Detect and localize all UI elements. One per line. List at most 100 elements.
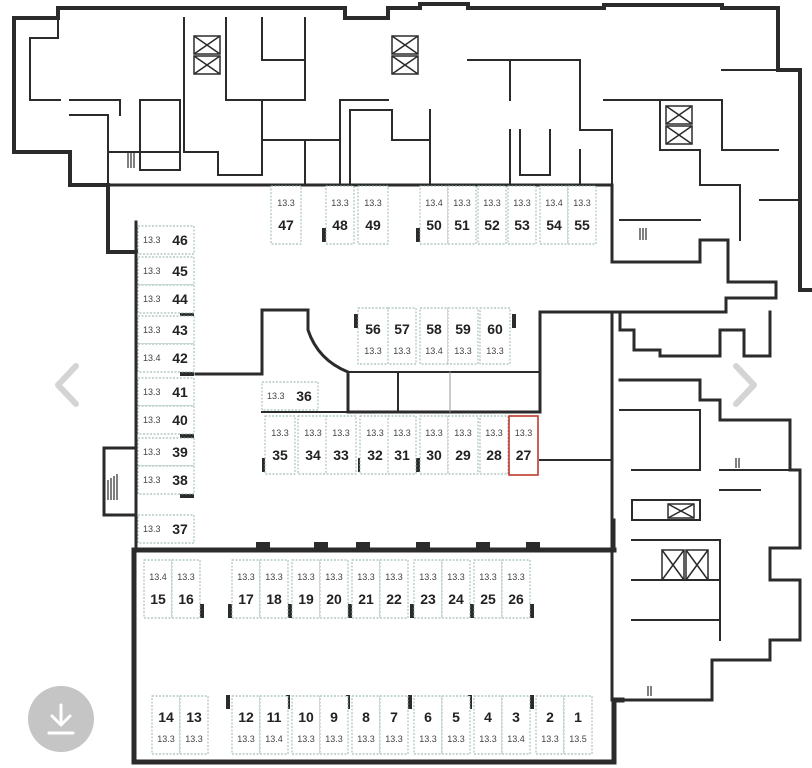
parking-spot-57[interactable]: 13.357	[387, 307, 417, 365]
spot-outline	[137, 465, 195, 495]
spot-number: 41	[172, 384, 188, 400]
spot-area: 13.3	[485, 428, 503, 438]
parking-spot-14[interactable]: 13.314	[151, 695, 181, 755]
parking-spot-6[interactable]: 13.36	[413, 695, 443, 755]
parking-spot-55[interactable]: 13.355	[567, 185, 597, 245]
next-arrow-button[interactable]	[730, 362, 760, 408]
parking-spot-28[interactable]: 13.328	[479, 415, 509, 475]
spot-outline	[447, 185, 477, 245]
parking-spot-35[interactable]: 13.335	[264, 415, 296, 475]
spot-area: 13.3	[277, 198, 295, 208]
spot-outline	[319, 559, 349, 619]
spot-area: 13.3	[573, 198, 591, 208]
parking-spot-13[interactable]: 13.313	[179, 695, 209, 755]
parking-spot-2[interactable]: 13.32	[535, 695, 565, 755]
parking-spot-47[interactable]: 13.3 47	[270, 185, 302, 245]
spot-number: 27	[516, 447, 532, 463]
spot-area: 13.3	[237, 734, 255, 744]
parking-spot-15[interactable]: 13.415	[143, 559, 173, 619]
spot-number: 23	[420, 591, 436, 607]
spot-number: 12	[238, 709, 254, 725]
parking-spot-19[interactable]: 13.319	[291, 559, 321, 619]
parking-spot-54[interactable]: 13.454	[539, 185, 569, 245]
spot-number: 33	[333, 447, 349, 463]
spot-area: 13.3	[325, 734, 343, 744]
spot-outline	[231, 559, 261, 619]
parking-spot-8[interactable]: 13.38	[351, 695, 381, 755]
parking-spot-16[interactable]: 13.316	[171, 559, 201, 619]
spot-outline	[563, 695, 593, 755]
parking-spot-56[interactable]: 13.356	[357, 307, 389, 365]
parking-spot-12[interactable]: 13.3 12	[231, 695, 261, 755]
parking-spot-10[interactable]: 13.310	[291, 695, 321, 755]
parking-spot-3[interactable]: 13.43	[501, 695, 531, 755]
parking-spot-18[interactable]: 13.318	[259, 559, 289, 619]
spot-number: 36	[296, 388, 312, 404]
parking-spot-21[interactable]: 13.3 21	[351, 559, 381, 619]
spot-number: 8	[362, 709, 370, 725]
parking-spot-11[interactable]: 13.411	[259, 695, 289, 755]
parking-spot-33[interactable]: 13.333	[325, 415, 357, 475]
spot-number: 59	[455, 321, 471, 337]
parking-spot-5[interactable]: 13.35	[441, 695, 471, 755]
spot-area: 13.3	[297, 572, 315, 582]
parking-spot-51[interactable]: 13.351	[447, 185, 477, 245]
parking-spot-17[interactable]: 13.317	[231, 559, 261, 619]
spot-area: 13.3	[357, 572, 375, 582]
parking-spot-53[interactable]: 13.353	[507, 185, 537, 245]
parking-spots: 13.34713.34813.34913.45013.35113.35213.3…	[137, 185, 597, 755]
spot-number: 45	[172, 263, 188, 279]
spot-outline	[261, 381, 319, 411]
parking-spot-60[interactable]: 13.360	[479, 307, 511, 365]
parking-spot-20[interactable]: 13.320	[319, 559, 349, 619]
spot-outline	[351, 559, 381, 619]
parking-spot-7[interactable]: 13.37	[379, 695, 409, 755]
download-icon	[47, 703, 75, 735]
parking-spot-49[interactable]: 13.349	[357, 185, 389, 245]
parking-spot-25[interactable]: 13.325	[473, 559, 503, 619]
spot-number: 50	[426, 217, 442, 233]
parking-spot-32[interactable]: 13.332	[359, 415, 391, 475]
parking-spot-31[interactable]: 13.331	[387, 415, 417, 475]
parking-spot-48[interactable]: 13.348	[325, 185, 355, 245]
parking-spot-30[interactable]: 13.330	[419, 415, 449, 475]
download-button[interactable]	[28, 686, 94, 752]
spot-number: 21	[358, 591, 374, 607]
spot-area: 13.3	[479, 734, 497, 744]
spot-outline	[357, 307, 389, 365]
parking-spot-4[interactable]: 13.34	[473, 695, 503, 755]
parking-spot-50[interactable]: 13.450	[419, 185, 449, 245]
spot-outline	[413, 559, 443, 619]
parking-spot-23[interactable]: 13.323	[413, 559, 443, 619]
parking-spot-34[interactable]: 13.334	[297, 415, 329, 475]
spot-area: 13.3	[265, 572, 283, 582]
prev-arrow-button[interactable]	[52, 362, 82, 408]
parking-spot-22[interactable]: 13.322	[379, 559, 409, 619]
parking-spot-26[interactable]: 13.326	[501, 559, 531, 619]
parking-spot-1[interactable]: 13.51	[563, 695, 593, 755]
spot-outline	[567, 185, 597, 245]
spot-area: 13.4	[265, 734, 283, 744]
parking-spot-58[interactable]: 13.458	[419, 307, 449, 365]
spot-number: 47	[278, 217, 294, 233]
parking-spot-9[interactable]: 13.39	[319, 695, 349, 755]
parking-spot-52[interactable]: 13.352	[477, 185, 507, 245]
spot-number: 3	[512, 709, 520, 725]
spot-area: 13.3	[385, 734, 403, 744]
parking-spot-59[interactable]: 13.359	[447, 307, 479, 365]
spot-outline	[270, 185, 302, 245]
parking-spot-24[interactable]: 13.324	[441, 559, 471, 619]
parking-spot-27[interactable]: 13.327	[508, 415, 539, 476]
parking-spot-29[interactable]: 13.329	[447, 415, 479, 475]
